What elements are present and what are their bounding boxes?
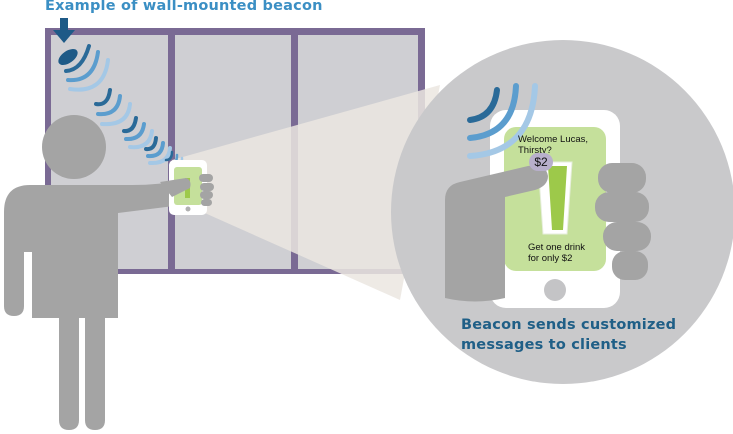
beacon-icon <box>58 49 78 65</box>
hand-icon <box>445 163 651 302</box>
phone-greeting-line1: Welcome Lucas, <box>518 134 589 145</box>
zoom-beam <box>172 85 440 300</box>
person-icon <box>4 115 182 430</box>
caption-line1: Beacon sends customized <box>461 317 677 333</box>
caption-line2: messages to clients <box>461 337 627 353</box>
arrow-down-icon <box>53 18 75 43</box>
phone-offer-line2: for only $2 <box>528 253 573 264</box>
phone-offer-line1: Get one drink <box>528 242 586 253</box>
price-badge: $2 <box>529 153 553 171</box>
phone-greeting-line2: Thirsty? <box>518 145 552 156</box>
diagram-title: Example of wall-mounted beacon <box>45 0 323 14</box>
signal-wave-icon <box>467 83 538 159</box>
hand-icon <box>160 174 214 206</box>
